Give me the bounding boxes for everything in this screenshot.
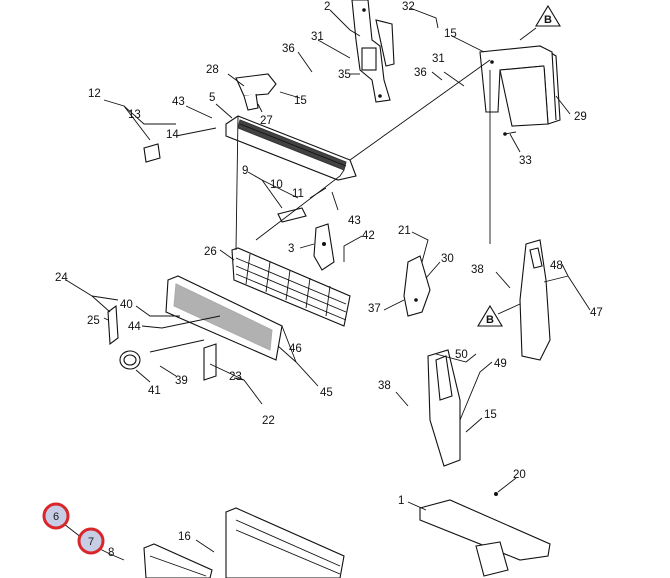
callout-47: 47 bbox=[590, 307, 603, 319]
callout-16: 16 bbox=[178, 531, 191, 543]
right-support-bracket bbox=[479, 45, 561, 136]
grille-clip bbox=[143, 143, 161, 163]
callout-40: 40 bbox=[120, 299, 133, 311]
side-clip bbox=[107, 304, 119, 346]
lower-grille bbox=[165, 275, 283, 361]
hood-latch bbox=[313, 223, 335, 271]
callout-2: 2 bbox=[324, 1, 330, 13]
callout-37: 37 bbox=[368, 303, 381, 315]
callout-26: 26 bbox=[204, 246, 217, 258]
callout-43: 43 bbox=[348, 215, 361, 227]
lower-cross-member bbox=[225, 507, 345, 578]
callout-33: 33 bbox=[519, 155, 532, 167]
callout-43: 43 bbox=[172, 96, 185, 108]
callout-44: 44 bbox=[128, 321, 141, 333]
callout-39: 39 bbox=[175, 375, 188, 387]
callout-22: 22 bbox=[262, 415, 275, 427]
callout-36: 36 bbox=[414, 67, 427, 79]
reference-box-b-top: B bbox=[535, 4, 561, 27]
callout-15: 15 bbox=[444, 28, 457, 40]
callout-10: 10 bbox=[270, 179, 283, 191]
callout-21: 21 bbox=[398, 225, 411, 237]
air-deflector bbox=[203, 343, 217, 381]
callout-13: 13 bbox=[128, 109, 141, 121]
callout-45: 45 bbox=[320, 387, 333, 399]
emblem bbox=[119, 350, 141, 370]
callout-28: 28 bbox=[206, 64, 219, 76]
callout-49: 49 bbox=[494, 358, 507, 370]
callout-15: 15 bbox=[484, 409, 497, 421]
upper-hood-latch-bracket bbox=[351, 0, 395, 103]
callout-23: 23 bbox=[229, 371, 242, 383]
callout-25: 25 bbox=[87, 315, 100, 327]
callout-50: 50 bbox=[455, 349, 468, 361]
callout-38: 38 bbox=[471, 264, 484, 276]
reference-letter: B bbox=[486, 314, 494, 326]
callout-27: 27 bbox=[260, 115, 273, 127]
callout-42: 42 bbox=[362, 230, 375, 242]
lower-tray bbox=[419, 492, 551, 561]
callout-46: 46 bbox=[289, 343, 302, 355]
callout-labels: 2 32 15 31 36 31 35 36 28 15 27 29 33 12… bbox=[55, 1, 603, 559]
lower-mount-bracket bbox=[475, 541, 509, 577]
reference-letter: B bbox=[544, 14, 552, 26]
callout-41: 41 bbox=[148, 385, 161, 397]
callout-30: 30 bbox=[441, 253, 454, 265]
latch-support bbox=[403, 255, 431, 317]
callout-5: 5 bbox=[209, 92, 215, 104]
main-grille bbox=[231, 247, 351, 327]
emblem-clip bbox=[277, 207, 307, 223]
callout-6: 6 bbox=[53, 511, 59, 523]
callout-48: 48 bbox=[550, 260, 563, 272]
callout-38: 38 bbox=[378, 380, 391, 392]
center-support bbox=[427, 349, 461, 467]
callout-20: 20 bbox=[513, 469, 526, 481]
callout-14: 14 bbox=[166, 129, 179, 141]
callout-3: 3 bbox=[288, 243, 294, 255]
callout-31: 31 bbox=[311, 31, 324, 43]
lower-shield bbox=[143, 543, 213, 578]
callout-7: 7 bbox=[88, 536, 94, 548]
callout-15: 15 bbox=[294, 95, 307, 107]
grille-upper-bracket bbox=[235, 73, 277, 111]
callout-11: 11 bbox=[292, 188, 304, 200]
right-side-bracket bbox=[519, 239, 551, 361]
highlighted-callout-6[interactable]: 6 bbox=[42, 502, 70, 530]
callout-12: 12 bbox=[88, 88, 101, 100]
callout-31: 31 bbox=[432, 53, 445, 65]
callout-32: 32 bbox=[402, 1, 415, 13]
callout-9: 9 bbox=[242, 165, 248, 177]
callout-24: 24 bbox=[55, 272, 68, 284]
callout-29: 29 bbox=[574, 111, 587, 123]
callout-1: 1 bbox=[398, 495, 404, 507]
highlighted-callout-7[interactable]: 7 bbox=[77, 527, 105, 555]
callout-35: 35 bbox=[338, 69, 351, 81]
leader-lines bbox=[63, 7, 591, 561]
reference-box-b-middle: B bbox=[477, 304, 503, 327]
callout-36: 36 bbox=[282, 43, 295, 55]
callout-8: 8 bbox=[108, 547, 114, 559]
